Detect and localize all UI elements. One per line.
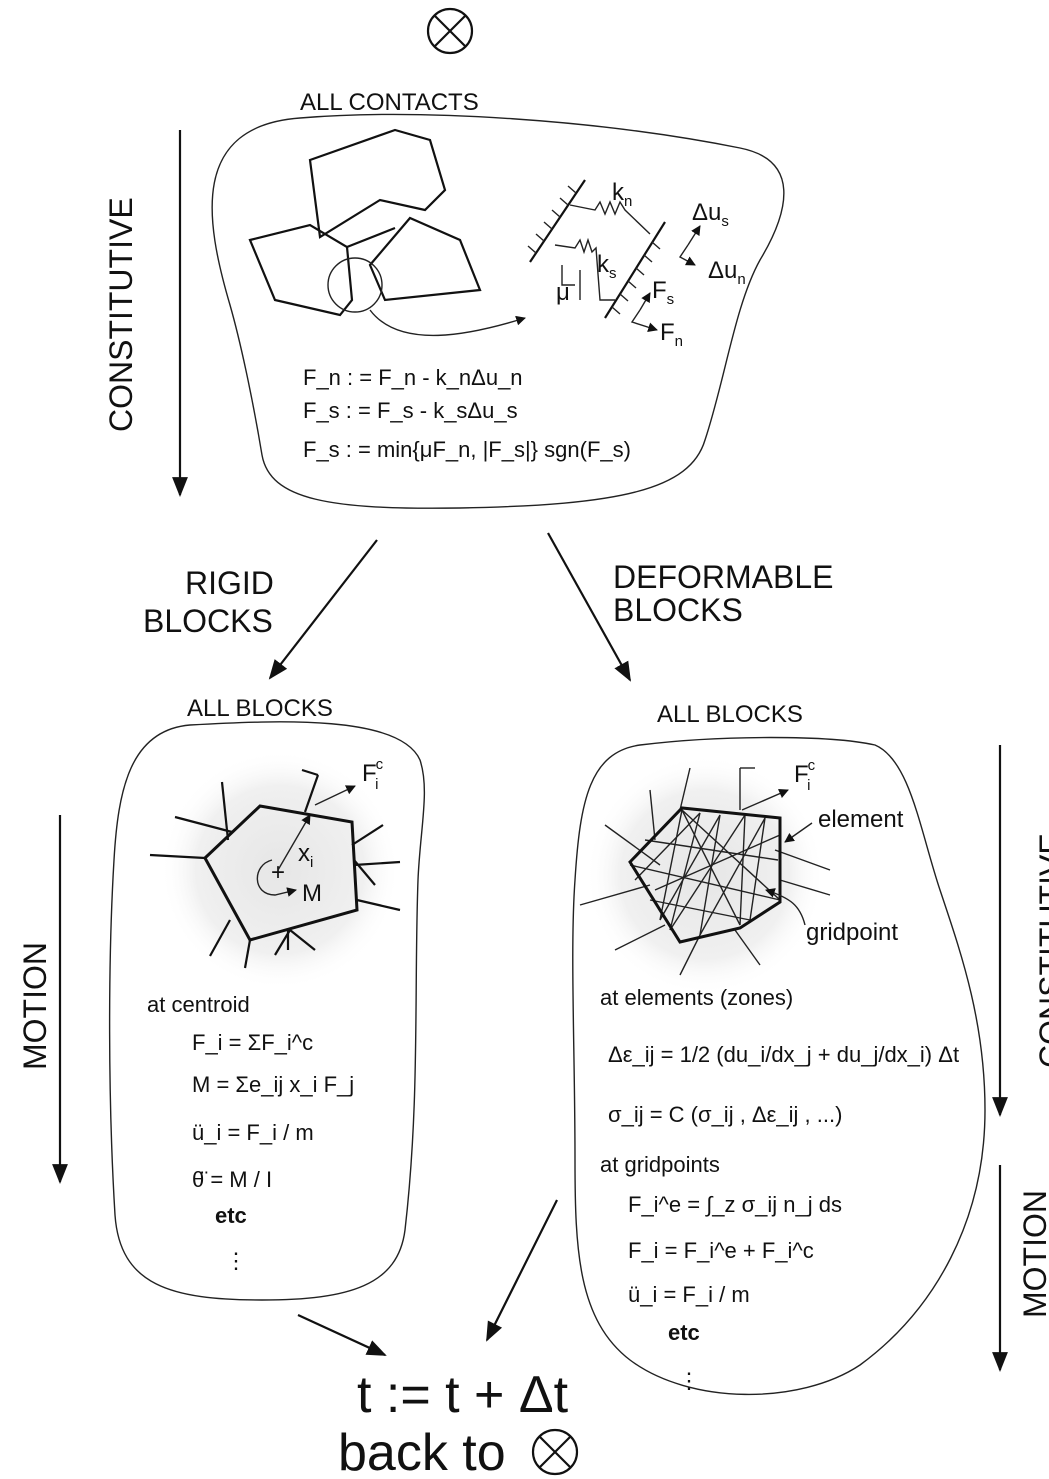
du-s-sub: s [721, 213, 729, 230]
rigid-contact-force-sup: c [376, 756, 384, 773]
deformable-heading-gridpoints: at gridpoints [600, 1152, 720, 1177]
svg-text:Fn: Fn [660, 319, 683, 350]
back-to-label: back to [338, 1424, 506, 1479]
gridpoint-equation-internal: F_i^e = ∫_z σ_ij n_j ds [628, 1192, 842, 1217]
cycle-return-marker [531, 1428, 579, 1476]
deformable-branch-label-1: DEFORMABLE [613, 559, 833, 595]
rigid-motion-label: MOTION [17, 942, 53, 1070]
deformable-etc: etc [668, 1320, 700, 1345]
rigid-title: ALL BLOCKS [187, 695, 333, 722]
moment-label: M [302, 880, 322, 907]
svg-text:kn: kn [612, 179, 632, 210]
position-sub: i [310, 854, 313, 871]
position-vector [277, 814, 311, 871]
rigid-equation-accel: ü_i = F_i / m [192, 1120, 314, 1145]
force-n-sub: n [675, 333, 683, 350]
deformable-branch-arrow [547, 532, 631, 682]
contact-spring-model [527, 179, 666, 319]
gridpoint-label: gridpoint [806, 919, 898, 946]
spring-kn-label: k [612, 179, 625, 206]
strain-rate-equation: Δε_ij = 1/2 (du_i/dx_j + du_j/dx_i) Δt [608, 1042, 959, 1067]
svg-text:Fci: Fci [362, 756, 384, 793]
rigid-equation-moment: M = Σe_ij x_i F_j [192, 1072, 354, 1097]
deformable-heading-elements: at elements (zones) [600, 985, 793, 1010]
gridpoint-equation-accel: ü_i = F_i / m [628, 1282, 750, 1307]
contacts-constitutive-label: CONSTITUTIVE [103, 197, 139, 432]
deformable-contact-force-sub: i [807, 777, 810, 794]
spring-ks-label: k [597, 251, 610, 278]
rigid-to-update-arrow [297, 1314, 387, 1356]
svg-text:Fs: Fs [652, 277, 674, 308]
deformable-to-update-arrow [486, 1199, 558, 1342]
contact-block-2 [248, 223, 354, 317]
svg-text:Fci: Fci [794, 757, 816, 794]
contact-equation-slip: F_s : = min{μF_n, |F_s|} sgn(F_s) [303, 437, 631, 462]
rigid-etc: etc [215, 1203, 247, 1228]
stress-equation: σ_ij = C (σ_ij , Δε_ij , ...) [608, 1102, 842, 1127]
spring-kn-sub: n [624, 193, 632, 210]
contact-block-1 [308, 128, 447, 239]
rigid-branch-label-2: BLOCKS [143, 603, 273, 639]
position-label: x [298, 840, 310, 867]
finite-element-mesh [629, 809, 781, 936]
svg-text:ks: ks [597, 251, 617, 282]
rigid-equation-angular: θ̈ = M / I [192, 1167, 272, 1192]
deformable-contact-force-sup: c [808, 757, 816, 774]
spring-ks-sub: s [609, 265, 617, 282]
cycle-start-marker [426, 7, 474, 55]
deformable-branch-label-2: BLOCKS [613, 592, 743, 628]
element-label: element [818, 806, 904, 833]
deformable-constitutive-label: CONSTITUTIVE [1033, 833, 1049, 1068]
deformable-block-outline [628, 806, 782, 944]
svg-text:Δus: Δus [692, 199, 729, 230]
rigid-heading: at centroid [147, 992, 250, 1017]
svg-text:Δun: Δun [708, 257, 746, 288]
gridpoint-equation-total: F_i = F_i^e + F_i^c [628, 1238, 814, 1263]
deformable-contact-force-label: F [794, 761, 809, 788]
contact-block-3 [368, 216, 482, 302]
rigid-contact-force-sub: i [375, 776, 378, 793]
contact-equation-normal: F_n : = F_n - k_nΔu_n [303, 365, 523, 390]
rigid-branch-arrow [268, 539, 378, 680]
centroid-marker: + [271, 859, 285, 886]
contact-zoom-circle [327, 257, 383, 313]
du-n-sub: n [737, 271, 745, 288]
moment-arc [256, 859, 297, 897]
deformable-blocks-panel: ALL BLOCKS [572, 701, 986, 1396]
rigid-branch-label-1: RIGID [185, 565, 274, 601]
rigid-dots: ⋮ [225, 1248, 247, 1273]
svg-text:xi: xi [298, 840, 313, 871]
force-n-label: F [660, 319, 675, 346]
contacts-panel: ALL CONTACTS [211, 89, 785, 509]
du-s-label: Δu [692, 199, 721, 226]
friction-label: μ [556, 279, 570, 306]
force-s-label: F [652, 277, 667, 304]
du-n-label: Δu [708, 257, 737, 284]
force-s-sub: s [667, 291, 675, 308]
contacts-title: ALL CONTACTS [300, 89, 479, 116]
zoom-arrow [369, 309, 526, 337]
deformable-dots: ⋮ [678, 1368, 700, 1393]
rigid-contact-force-label: F [362, 760, 377, 787]
rigid-equation-force: F_i = ΣF_i^c [192, 1030, 313, 1055]
timestep-update: t := t + Δt [357, 1366, 569, 1424]
contact-equation-shear: F_s : = F_s - k_sΔu_s [303, 398, 518, 423]
deformable-motion-label: MOTION [1017, 1190, 1049, 1318]
deformable-title: ALL BLOCKS [657, 701, 803, 728]
